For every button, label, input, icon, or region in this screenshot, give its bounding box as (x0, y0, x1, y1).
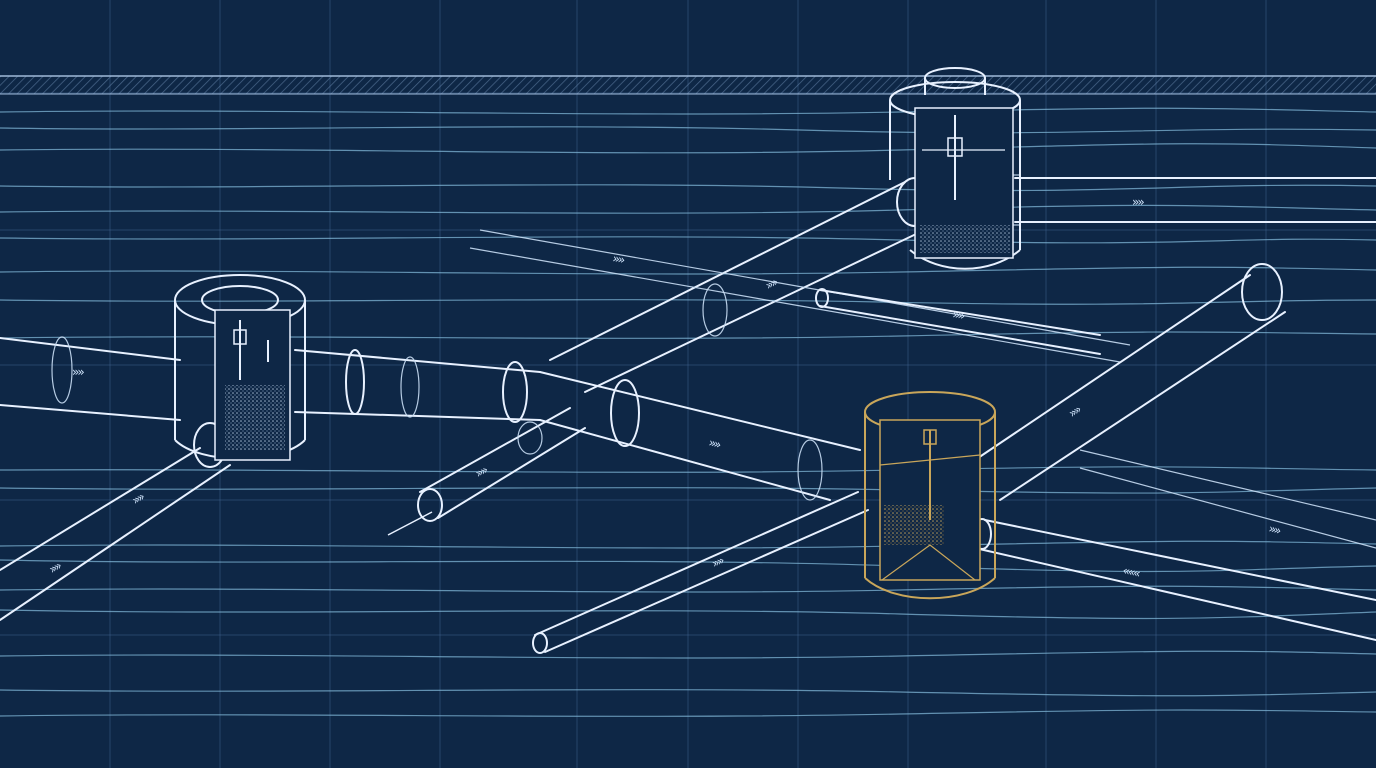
double-chevron-icon: »» (72, 365, 84, 379)
double-chevron-icon: ««« (1121, 563, 1141, 580)
pipe-top-right-outlet (1011, 174, 1376, 226)
pipe-lower-small (532, 491, 869, 654)
double-chevron-icon: »» (130, 489, 148, 507)
double-chevron-icon: »» (1066, 402, 1084, 420)
double-chevron-icon: »» (1132, 195, 1144, 209)
pipe-diagonal-right (974, 263, 1286, 501)
pipe-middle-run (294, 349, 861, 501)
pipe-inlet (387, 407, 586, 536)
double-chevron-icon: »» (951, 307, 966, 323)
ground-surface (0, 75, 1376, 95)
chamber-left (174, 274, 306, 461)
pipe-main-left (0, 336, 181, 421)
double-chevron-icon: »» (1267, 521, 1282, 538)
double-chevron-icon: »» (763, 275, 780, 293)
pipe-cross-run (469, 229, 1131, 363)
pipe-diagonal-upper (549, 177, 936, 393)
double-chevron-icon: »» (611, 251, 626, 267)
chamber-highlighted (864, 391, 996, 600)
double-chevron-icon: »» (707, 435, 722, 452)
chamber-top-right (889, 67, 1021, 270)
pipe-lower-right (972, 449, 1376, 641)
